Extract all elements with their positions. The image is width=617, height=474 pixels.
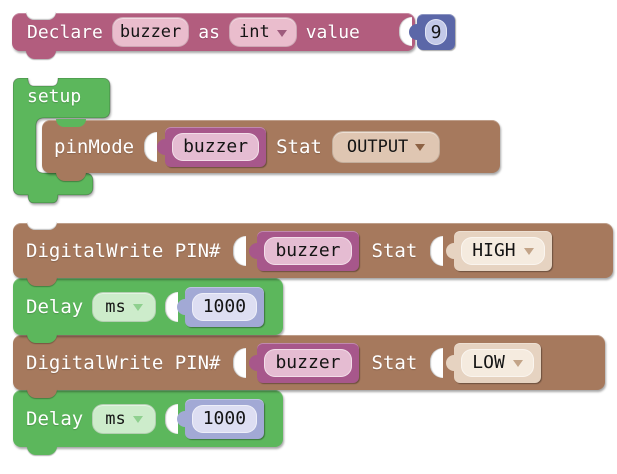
dropdown-arrow-icon <box>512 360 523 367</box>
dropdown-arrow-icon <box>415 144 426 151</box>
delay-block-2[interactable]: Delay ms 1000 <box>13 390 283 455</box>
pinmode-block[interactable]: pinMode buzzer Stat OUTPUT <box>42 119 500 181</box>
number-block[interactable]: 1000 <box>184 286 265 327</box>
bottom-bump <box>27 277 57 286</box>
dropdown-arrow-icon <box>132 416 143 423</box>
variable-dropdown[interactable]: buzzer <box>264 348 352 377</box>
variable-block[interactable]: buzzer <box>257 230 359 271</box>
type-dropdown-value: int <box>238 22 270 42</box>
declare-label: Declare <box>27 21 103 43</box>
bottom-bump <box>56 172 86 181</box>
number-block[interactable]: 9 <box>417 14 455 50</box>
unit-dropdown-value: ms <box>105 296 126 317</box>
digitalwrite-block-high[interactable]: DigitalWrite PIN# buzzer Stat HIGH <box>13 222 613 286</box>
variable-name-field[interactable]: buzzer <box>111 17 190 47</box>
state-block[interactable]: LOW <box>454 342 541 383</box>
top-notch <box>27 222 57 230</box>
unit-dropdown-value: ms <box>105 408 126 429</box>
value-label: value <box>305 21 360 43</box>
number-block[interactable]: 1000 <box>184 398 265 439</box>
type-dropdown[interactable]: int <box>228 17 297 47</box>
duration-socket <box>164 291 178 322</box>
stat-label: Stat <box>276 135 322 158</box>
dropdown-arrow-icon <box>276 29 287 37</box>
mode-dropdown-value: OUTPUT <box>346 136 409 157</box>
declare-variable-block[interactable]: Declare buzzer as int value <box>12 12 415 59</box>
unit-dropdown[interactable]: ms <box>92 291 156 322</box>
mode-dropdown[interactable]: OUTPUT <box>331 130 441 163</box>
state-block[interactable]: HIGH <box>454 230 552 271</box>
variable-dropdown[interactable]: buzzer <box>264 236 352 265</box>
connector-tab <box>56 119 86 127</box>
variable-block[interactable]: buzzer <box>165 126 267 167</box>
bottom-bump <box>27 389 57 398</box>
number-field[interactable]: 9 <box>424 19 448 45</box>
bottom-bump <box>27 334 57 343</box>
state-dropdown-value: LOW <box>472 352 505 373</box>
delay-block-1[interactable]: Delay ms 1000 <box>13 278 283 343</box>
digitalwrite-label: DigitalWrite PIN# <box>26 239 221 262</box>
number-field[interactable]: 1000 <box>191 404 258 433</box>
value-socket <box>399 17 412 46</box>
stat-socket <box>430 235 444 266</box>
setup-block[interactable] <box>13 78 113 204</box>
bottom-bump <box>27 446 57 455</box>
pinmode-label: pinMode <box>54 135 135 158</box>
digitalwrite-label: DigitalWrite PIN# <box>26 351 221 374</box>
state-dropdown[interactable]: HIGH <box>461 236 545 265</box>
state-dropdown-value: HIGH <box>472 240 516 261</box>
pin-socket <box>144 131 158 162</box>
pin-socket <box>233 347 247 378</box>
digitalwrite-block-low[interactable]: DigitalWrite PIN# buzzer Stat LOW <box>13 335 605 398</box>
dropdown-arrow-icon <box>523 248 534 255</box>
stat-socket <box>430 347 444 378</box>
state-dropdown[interactable]: LOW <box>461 348 534 377</box>
pin-socket <box>233 235 247 266</box>
delay-label: Delay <box>26 295 84 318</box>
variable-dropdown[interactable]: buzzer <box>172 132 260 161</box>
stat-label: Stat <box>371 351 418 374</box>
stat-label: Stat <box>371 239 418 262</box>
dropdown-arrow-icon <box>132 304 143 311</box>
variable-block[interactable]: buzzer <box>257 342 359 383</box>
delay-label: Delay <box>26 407 84 430</box>
unit-dropdown[interactable]: ms <box>92 403 156 434</box>
setup-label: setup <box>27 86 82 107</box>
bottom-bump <box>26 50 56 59</box>
top-notch <box>26 12 56 20</box>
number-field[interactable]: 1000 <box>191 292 258 321</box>
duration-socket <box>164 403 178 434</box>
as-label: as <box>198 21 220 43</box>
